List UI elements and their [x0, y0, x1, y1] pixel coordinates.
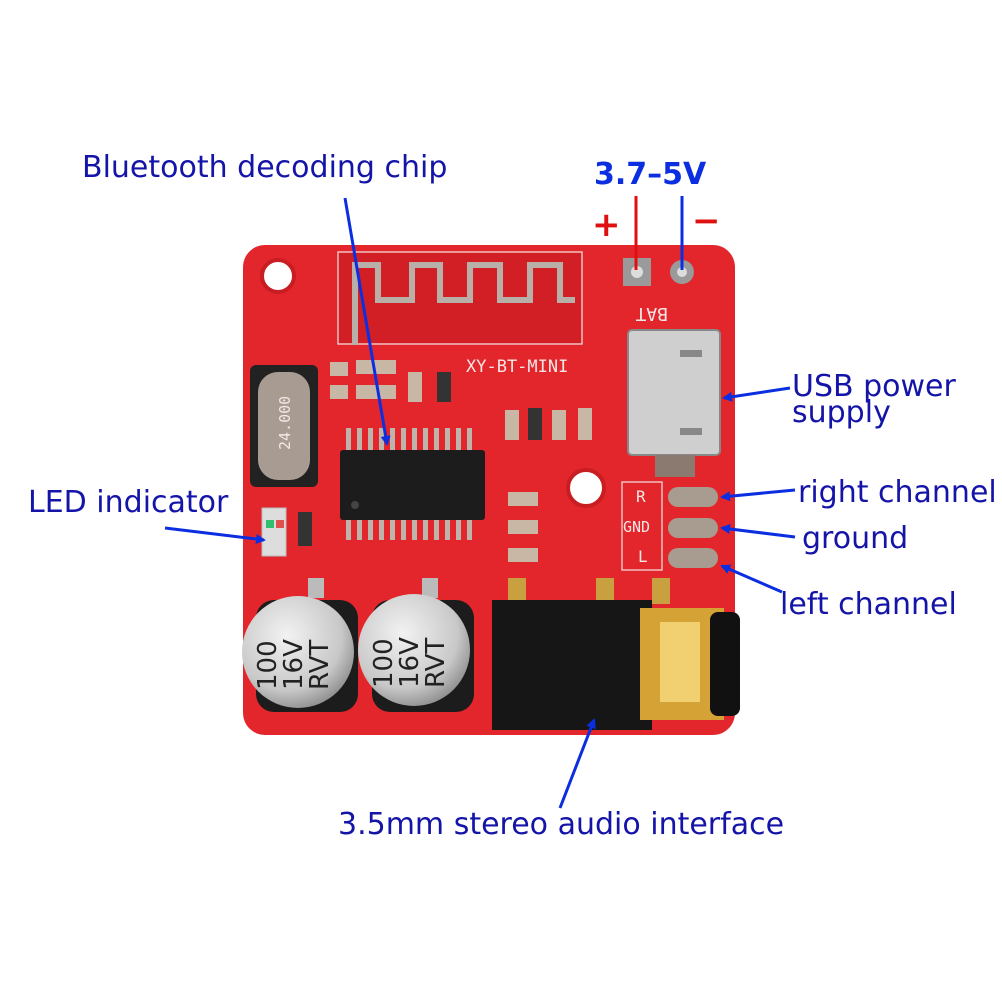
plus-sign: + [592, 205, 621, 245]
left-channel-arrow [720, 564, 783, 594]
pcb-board: BAT XY-BT-MINI 24.000 [242, 245, 740, 735]
svg-text:GND: GND [623, 518, 650, 536]
chip-arrow [343, 197, 391, 446]
voltage-label: 3.7–5V [594, 157, 707, 192]
led-arrow [164, 526, 266, 545]
capacitor-left: 100 16V RVT [242, 578, 358, 712]
svg-text:16V: 16V [279, 639, 309, 690]
svg-text:L: L [638, 547, 648, 566]
callout-arrows [164, 197, 796, 809]
usb-label-line1: USB power [792, 369, 957, 404]
svg-text:R: R [636, 487, 646, 506]
ground-label: ground [802, 521, 908, 556]
led-component [261, 507, 287, 557]
svg-text:RVT: RVT [305, 640, 335, 690]
usb-arrow [722, 386, 791, 402]
right-channel-label: right channel [798, 475, 997, 510]
micro-usb-port [627, 329, 721, 477]
svg-text:24.000: 24.000 [276, 396, 294, 450]
minus-sign: − [692, 201, 721, 241]
model-silkscreen: XY-BT-MINI [466, 357, 568, 377]
audio-jack [492, 578, 740, 730]
capacitor-right: 100 16V RVT [358, 578, 474, 712]
crystal-oscillator: 24.000 [250, 365, 318, 487]
jack-arrow [558, 718, 596, 809]
right-channel-arrow [720, 488, 796, 502]
bluetooth-chip [340, 428, 485, 540]
chip-label: Bluetooth decoding chip [82, 150, 447, 185]
led-label: LED indicator [28, 485, 229, 520]
svg-text:RVT: RVT [421, 638, 451, 688]
jack-label: 3.5mm stereo audio interface [338, 807, 784, 842]
usb-label-line2: supply [792, 395, 891, 430]
ground-arrow [720, 524, 796, 539]
svg-text:100: 100 [253, 640, 283, 690]
bat-silkscreen: BAT [635, 303, 668, 324]
mounting-hole [260, 258, 296, 294]
mounting-hole [566, 468, 606, 508]
smd-components [298, 360, 592, 562]
audio-pads: R GND L [621, 481, 718, 571]
svg-text:16V: 16V [395, 637, 425, 688]
pcb-antenna [352, 262, 575, 345]
left-channel-label: left channel [780, 587, 957, 622]
svg-text:100: 100 [369, 638, 399, 688]
